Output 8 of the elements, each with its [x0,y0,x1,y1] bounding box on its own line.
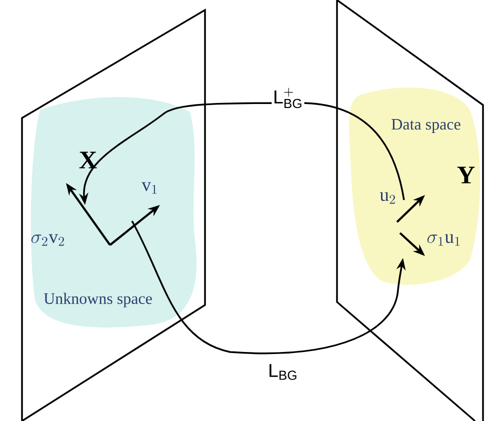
edge-label: $\mathsf{L}_{\mathsf{BG}}$ [270,364,296,380]
plane [21,8,206,421]
vector-label: $\sigma_{1}\mathrm{u}_{1}$ [427,234,460,246]
vector-label: $\sigma_{2}\mathrm{v}_{2}$ [31,234,64,246]
vector-label: $\mathrm{v}_{1}$ [142,182,157,194]
edge-label: $\mathsf{L}^{+}_{\mathsf{BG}}$ [274,88,302,108]
vector-label: $\mathrm{u}_{2}$ [380,192,395,204]
plane [336,0,484,421]
